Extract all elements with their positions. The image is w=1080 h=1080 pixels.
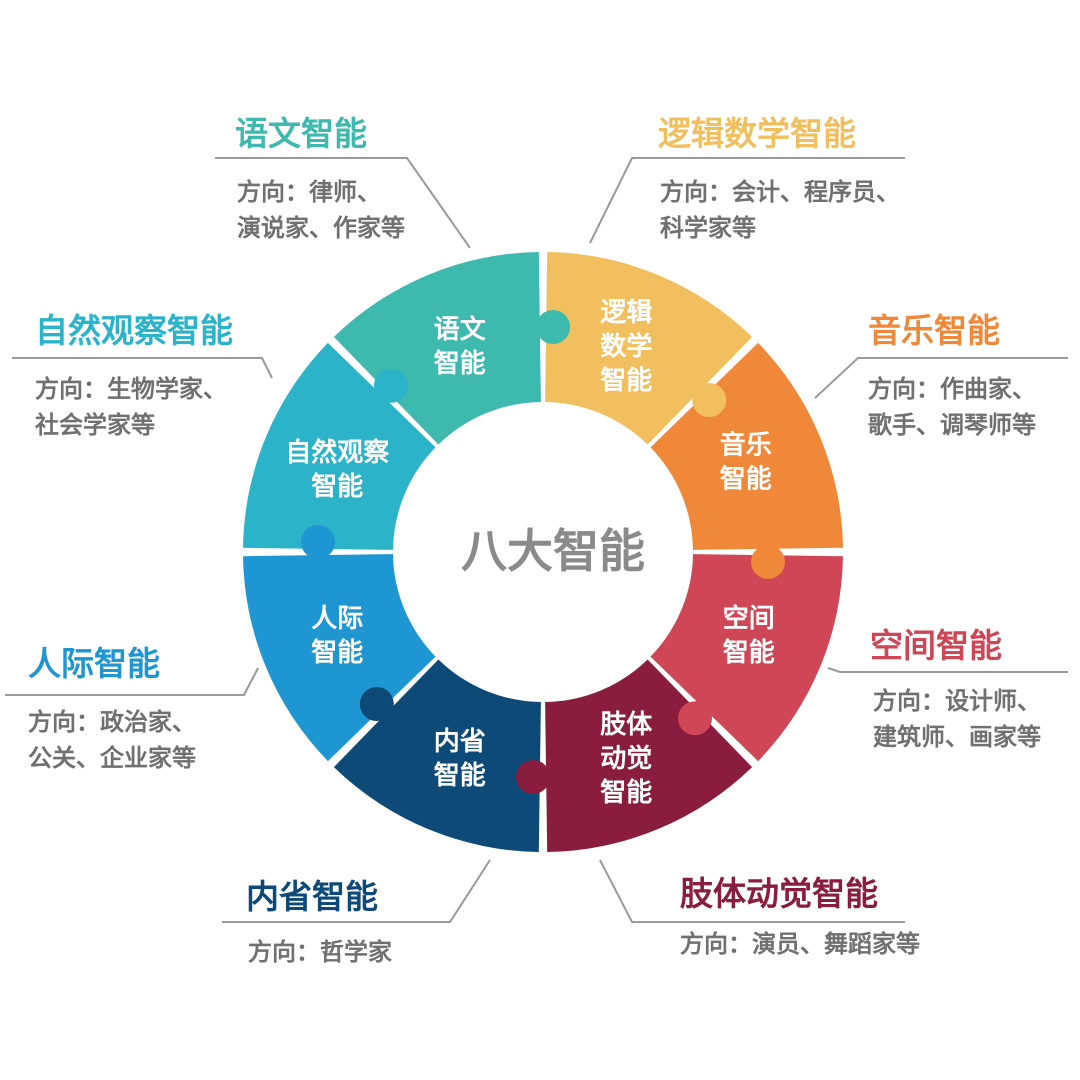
puzzle-ring [243,252,843,852]
puzzle-connectors [301,310,785,794]
segment-label-zhiti: 动觉 [600,744,652,774]
segment-label-luoji: 智能 [600,365,652,396]
annotation-desc-luoji: 方向：会计、程序员、 [660,178,900,206]
puzzle-piece-luoji [545,252,753,445]
puzzle-knob-zhiti [516,760,550,794]
annotation-title-renji: 人际智能 [28,644,160,683]
annotation-desc-neixing: 方向：哲学家 [248,938,392,966]
segment-label-yuwen: 语文 [434,314,487,345]
annotation-desc-kongjian: 方向：设计师、 [873,687,1041,715]
annotation-desc-ziran: 方向：生物学家、 [35,375,227,403]
segment-label-kongjian: 空间 [723,603,775,634]
annotation-title-kongjian: 空间智能 [870,626,1002,665]
leader-line-neixing [222,859,491,923]
segment-label-ziran: 智能 [311,471,363,502]
annotation-title-ziran: 自然观察智能 [35,311,233,350]
puzzle-piece-zhiti [545,659,753,852]
puzzle-piece-kongjian [650,554,843,762]
annotation-desc-yinyue: 歌手、调琴师等 [868,411,1036,439]
leader-line-kongjian [827,667,1068,673]
segment-label-yinyue: 智能 [720,464,772,495]
segment-label-renji: 人际 [311,604,363,634]
puzzle-piece-ziran [243,342,436,550]
annotation-desc-kongjian: 建筑师、画家等 [873,723,1041,751]
leader-line-yinyue [814,357,1068,399]
puzzle-knob-kongjian [678,701,712,736]
annotation-desc-yinyue: 方向：作曲家、 [868,375,1036,403]
segment-label-renji: 智能 [311,637,363,668]
annotations: 语文智能方向：律师、演说家、作家等逻辑数学智能方向：会计、程序员、科学家等音乐智… [28,114,1041,966]
segment-label-luoji: 逻辑 [600,298,652,328]
segment-label-ziran: 自然观察 [285,437,390,468]
puzzle-knob-ziran [374,368,408,403]
leader-lines [5,157,1068,923]
annotation-desc-yuwen: 演说家、作家等 [237,214,405,242]
leader-line-yuwen [215,157,471,249]
leader-line-luoji [589,157,905,244]
puzzle-knob-neixing [359,687,394,721]
puzzle-piece-yuwen [333,252,541,445]
segment-label-yuwen: 智能 [434,348,486,379]
puzzle-piece-yinyue [650,342,843,550]
annotation-desc-yuwen: 方向：律师、 [237,178,381,206]
puzzle-knob-luoji [692,383,727,417]
puzzle-piece-neixing [333,659,541,852]
segment-label-kongjian: 智能 [723,637,775,668]
leader-line-zhiti [599,859,905,923]
puzzle-knob-renji [301,525,335,559]
puzzle-knob-yuwen [536,310,570,344]
puzzle-knob-yinyue [751,545,785,579]
annotation-title-neixing: 内省智能 [246,877,378,916]
segment-label-neixing: 内省 [434,727,486,757]
annotation-title-luoji: 逻辑数学智能 [658,114,856,153]
annotation-desc-renji: 公关、企业家等 [28,744,196,772]
annotation-title-zhiti: 肢体动觉智能 [680,874,878,913]
leader-line-ziran [12,357,273,379]
segment-label-zhiti: 智能 [600,777,652,808]
center-disc [394,403,692,701]
annotation-title-yinyue: 音乐智能 [868,311,1000,350]
center-title: 八大智能 [461,524,645,578]
annotation-desc-luoji: 科学家等 [660,214,756,242]
annotation-desc-renji: 方向：政治家、 [28,708,196,736]
segment-label-yinyue: 音乐 [720,430,772,461]
segment-label-neixing: 智能 [434,760,486,791]
segment-label-luoji: 数学 [600,331,652,362]
leader-line-renji [5,667,259,696]
annotation-title-yuwen: 语文智能 [235,114,367,153]
annotation-desc-zhiti: 方向：演员、舞蹈家等 [680,930,920,958]
annotation-desc-ziran: 社会学家等 [35,411,155,439]
segment-label-zhiti: 肢体 [600,710,653,740]
puzzle-piece-renji [243,554,436,762]
